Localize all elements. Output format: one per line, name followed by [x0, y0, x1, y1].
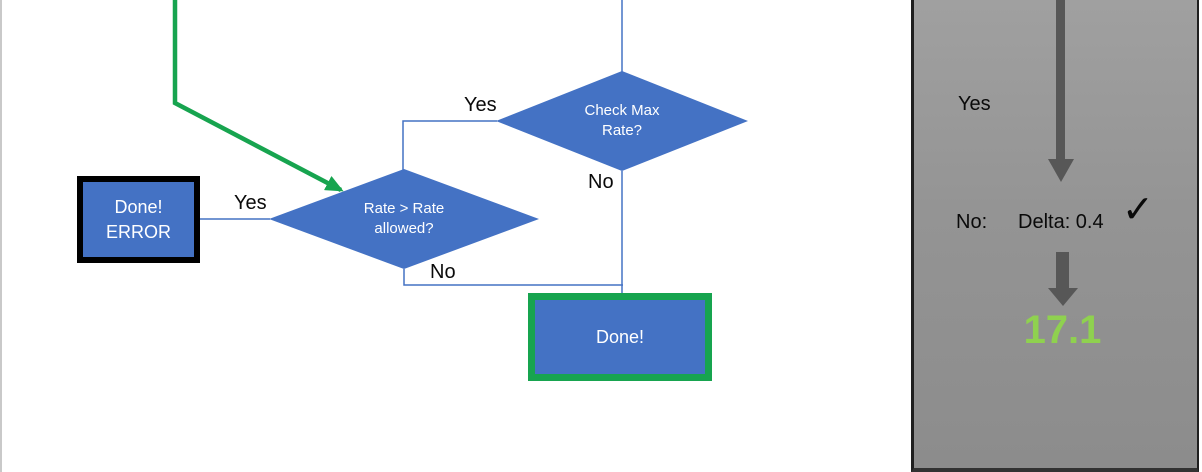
check-max-line1: Check Max: [584, 102, 660, 119]
page-left-edge: [0, 0, 2, 472]
connector-check-max-yes: [402, 120, 497, 170]
long-down-arrow-head-icon: [1048, 159, 1074, 182]
rate-line1: Rate > Rate: [363, 200, 445, 217]
checkmark-icon: ✓: [1122, 189, 1154, 231]
rate-allowed-diamond-label: Rate > Rate allowed?: [304, 188, 504, 250]
rate-yes-label: Yes: [234, 192, 267, 214]
check-max-yes-label: Yes: [464, 94, 497, 116]
done-error-line2: ERROR: [105, 221, 171, 242]
check-max-no-label: No: [588, 171, 614, 193]
panel-yes-label: Yes: [958, 93, 991, 115]
panel-delta-value: Delta: 0.4: [1018, 211, 1104, 233]
done-error-box: Done! ERROR: [77, 176, 200, 263]
done-box: Done!: [528, 293, 712, 381]
done-box-label: Done!: [595, 326, 645, 347]
check-max-rate-diamond-label: Check Max Rate?: [522, 90, 722, 152]
side-panel: Yes No: Delta: 0.4 ✓ 17.1: [911, 0, 1199, 472]
panel-no-label: No:: [956, 211, 988, 233]
rate-allowed-diamond: [269, 169, 539, 269]
done-error-line1: Done!: [114, 196, 163, 217]
connector-rate-no: [403, 269, 623, 286]
green-flow-arrow: [172, 0, 344, 192]
rate-no-label: No: [430, 261, 456, 283]
check-max-line2: Rate?: [601, 122, 643, 139]
long-down-arrow-shaft: [1056, 0, 1065, 159]
rate-line2: allowed?: [374, 220, 434, 237]
short-down-arrow-head-icon: [1048, 288, 1078, 306]
result-value: 17.1: [1023, 308, 1102, 352]
short-down-arrow-shaft: [1056, 252, 1069, 288]
check-max-rate-diamond: [496, 71, 748, 171]
